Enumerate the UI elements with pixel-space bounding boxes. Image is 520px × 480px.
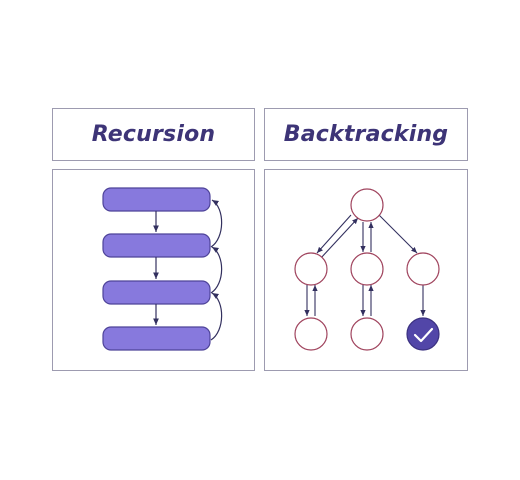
- return-arc-3: [210, 292, 223, 341]
- call-frame-2: [102, 233, 211, 258]
- backtrack-left-root: [319, 217, 359, 260]
- tree-node-left-leaf: [294, 317, 328, 351]
- recursion-diagram: [102, 187, 223, 351]
- recursion-panel: [52, 169, 255, 371]
- backtracking-title-card: Backtracking: [264, 108, 468, 161]
- edge-root-right: [378, 214, 418, 254]
- tree-node-right: [406, 252, 440, 286]
- backtracking-panel: [264, 169, 468, 371]
- tree-node-middle: [350, 252, 384, 286]
- return-arc-2: [210, 246, 223, 294]
- call-frame-3: [102, 280, 211, 305]
- tree-node-solution: [406, 317, 440, 351]
- call-frame-4: [102, 326, 211, 351]
- tree-node-root: [350, 188, 384, 222]
- backtracking-tree: [294, 188, 440, 351]
- recursion-title: Recursion: [91, 122, 216, 147]
- edge-root-left: [316, 214, 352, 254]
- tree-node-middle-leaf: [350, 317, 384, 351]
- backtracking-title: Backtracking: [283, 122, 449, 147]
- return-arc-1: [210, 199, 223, 248]
- recursion-title-card: Recursion: [52, 108, 255, 161]
- call-frame-1: [102, 187, 211, 212]
- check-icon: [413, 327, 434, 343]
- tree-node-left: [294, 252, 328, 286]
